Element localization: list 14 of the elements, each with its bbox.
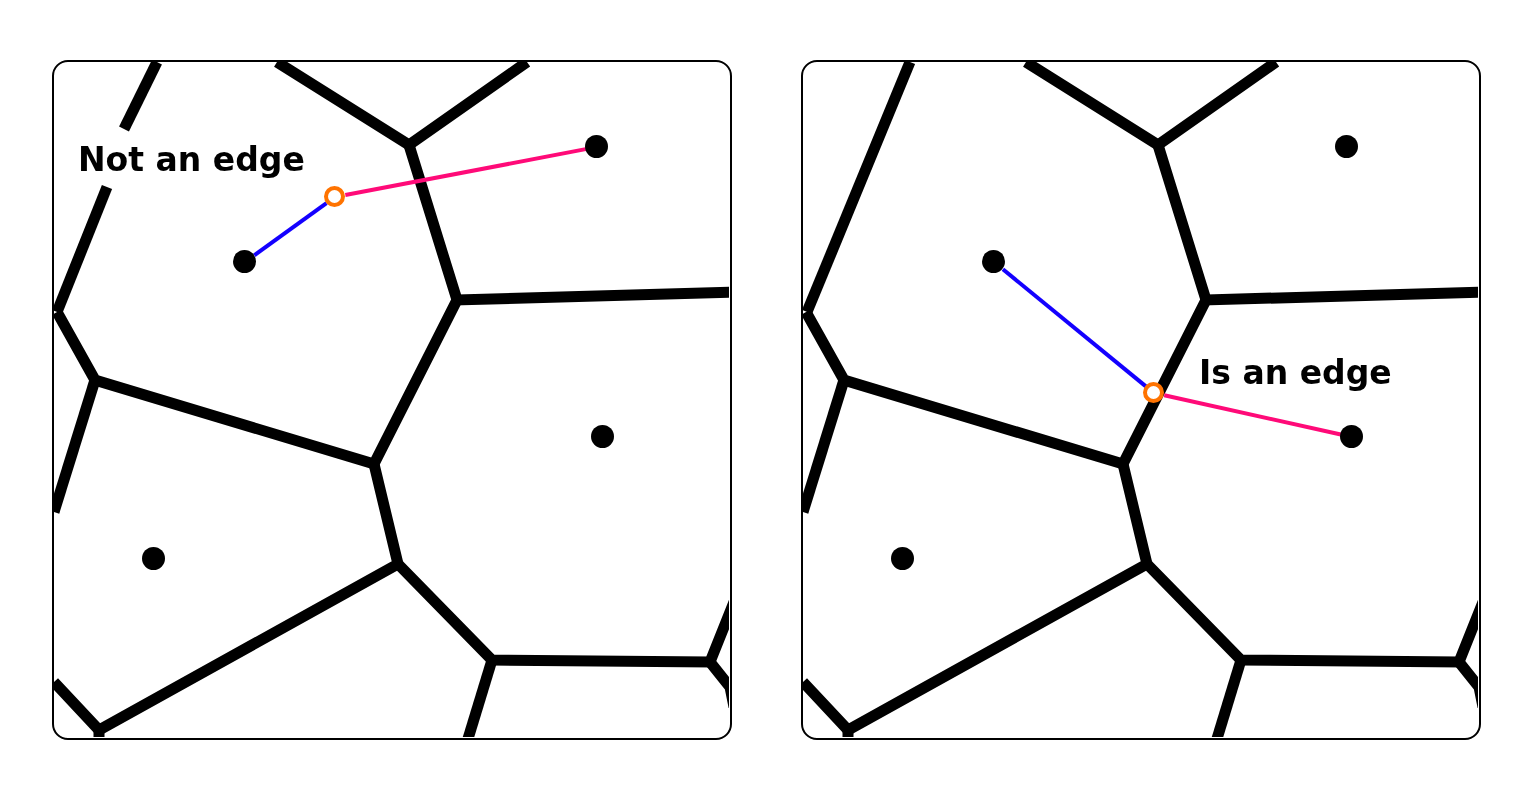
seed-point: [591, 425, 614, 448]
seed-point: [1335, 135, 1358, 158]
seed-point: [233, 250, 256, 273]
connecting-line: [253, 201, 328, 257]
seed-point: [142, 547, 165, 570]
seed-point: [982, 250, 1005, 273]
midpoint-circle: [1143, 382, 1164, 403]
seed-point: [891, 547, 914, 570]
connecting-line: [344, 147, 587, 197]
midpoint-circle: [324, 186, 345, 207]
connecting-line: [1163, 393, 1342, 437]
connecting-line: [1001, 267, 1148, 388]
seed-point: [1340, 425, 1363, 448]
seed-point: [585, 135, 608, 158]
